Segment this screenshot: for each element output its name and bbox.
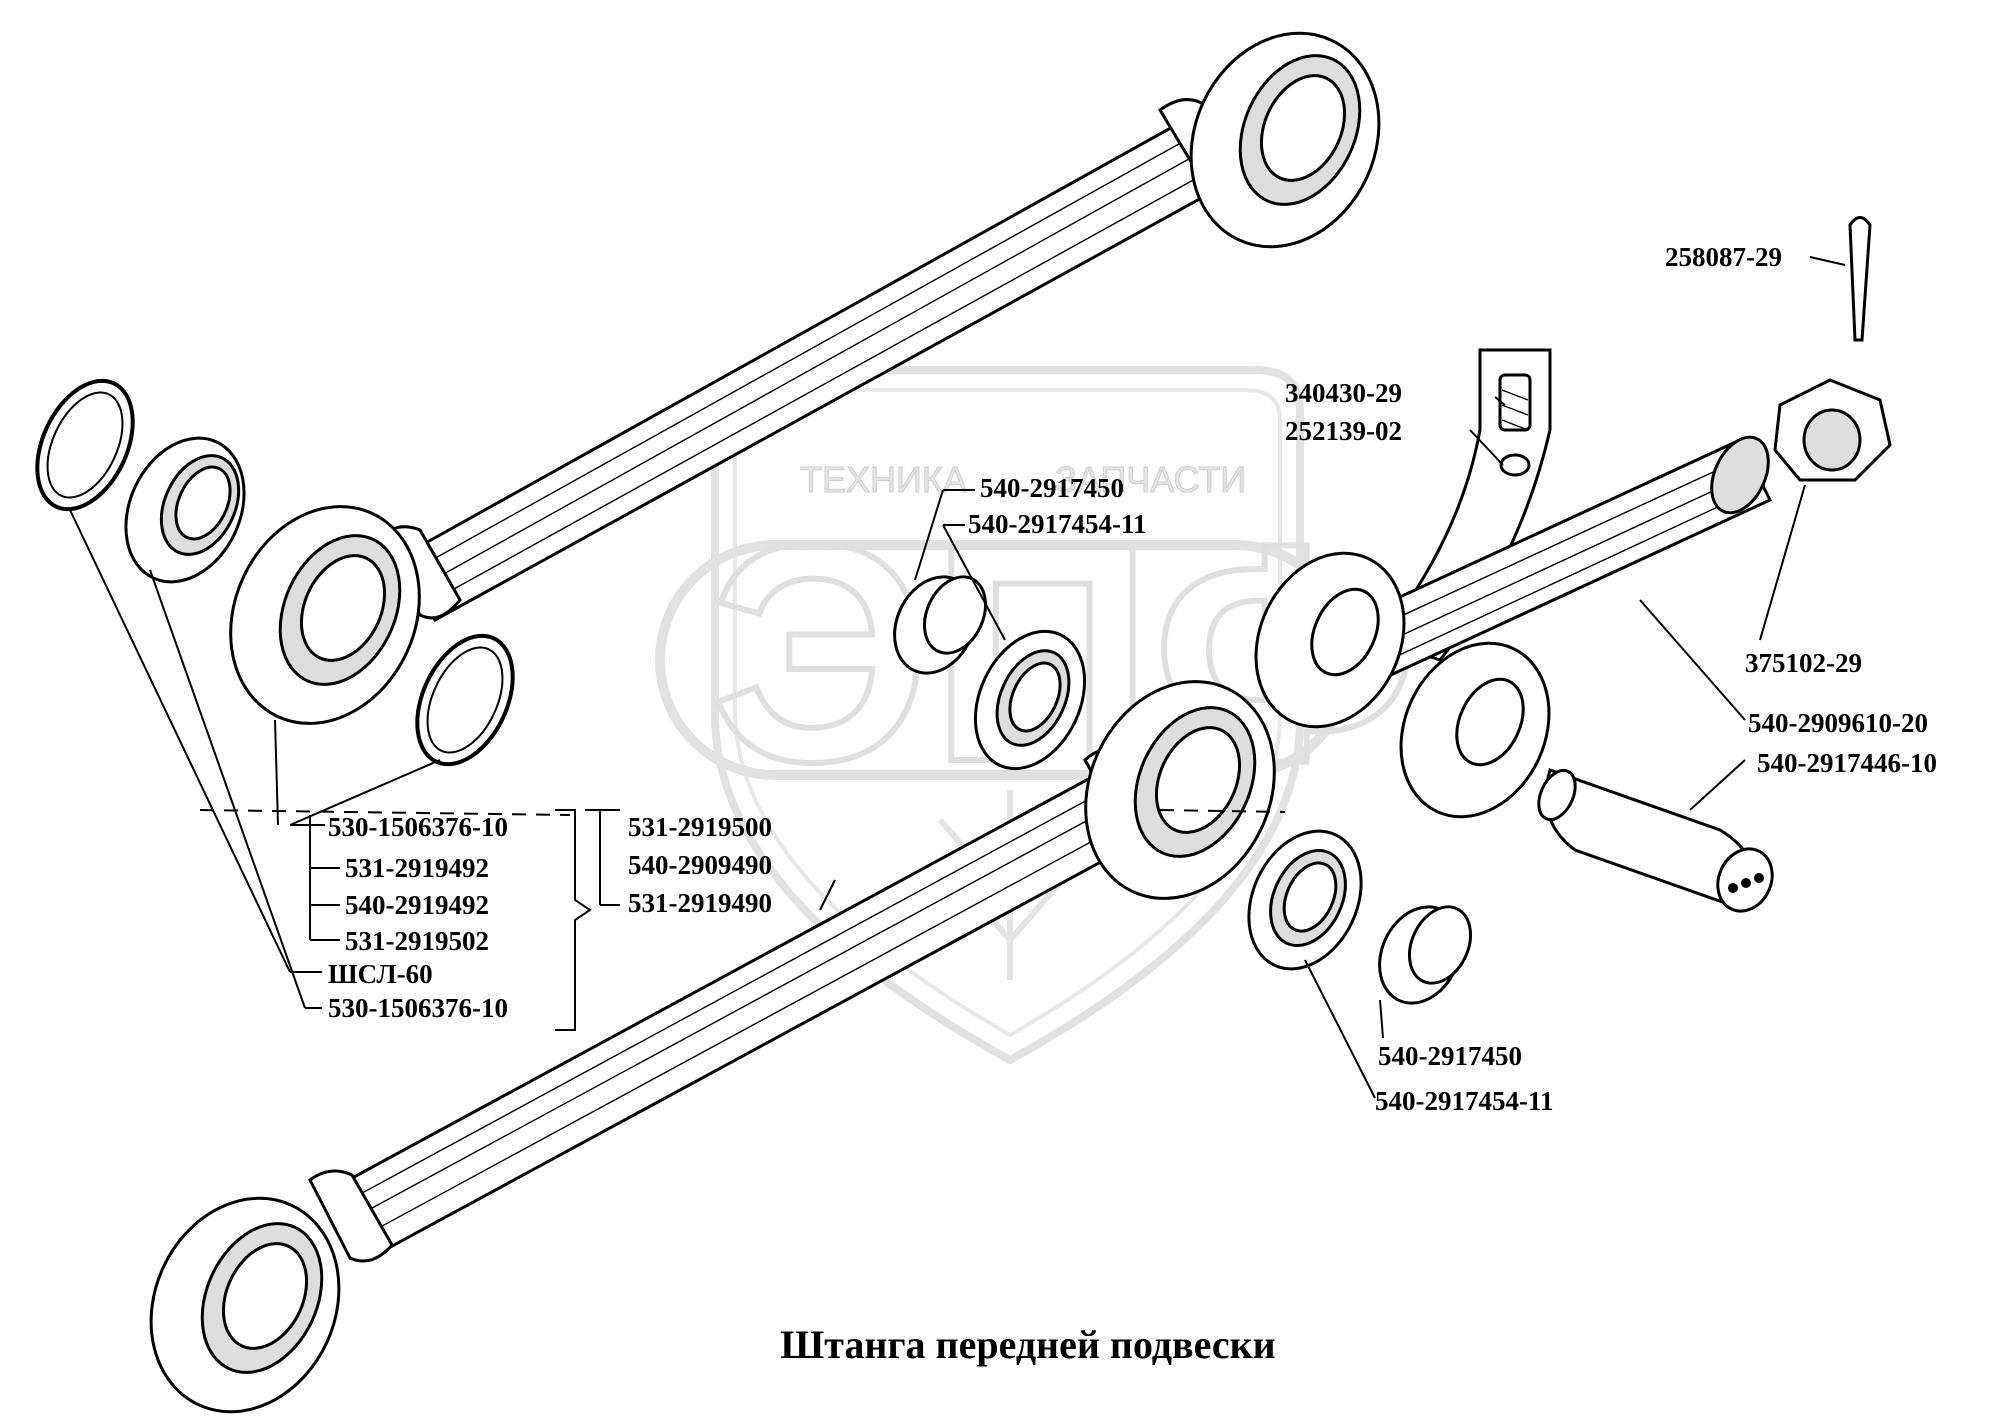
label-mid-540-2917450: 540-2917450	[980, 473, 1124, 503]
lower-bushing-seal	[1247, 829, 1472, 1005]
label-g2-531-2919490: 531-2919490	[628, 888, 772, 918]
watermark-text-right: ЗАПЧАСТИ	[1055, 459, 1246, 500]
label-bot-540-2917450: 540-2917450	[1378, 1041, 1522, 1071]
center-bushing-seal	[893, 575, 1087, 771]
label-540-2917446-10: 540-2917446-10	[1757, 748, 1937, 778]
label-252139-02: 252139-02	[1285, 416, 1402, 446]
leader-lines	[69, 256, 1846, 1099]
label-g2-531-2919500: 531-2919500	[628, 812, 772, 842]
label-g1-530-1506376-10: 530-1506376-10	[328, 812, 508, 842]
left-small-parts	[35, 378, 515, 767]
lower-rod	[149, 680, 1276, 1414]
label-g1-531-2919502: 531-2919502	[345, 926, 489, 956]
axis-lines	[199, 809, 1286, 816]
label-375102-29: 375102-29	[1745, 648, 1862, 678]
label-mid-540-2917454-11: 540-2917454-11	[968, 509, 1147, 539]
label-g1-540-2919492: 540-2919492	[345, 890, 489, 920]
pin-bracket-assembly	[1254, 216, 1892, 913]
label-g1-531-2919492: 531-2919492	[345, 853, 489, 883]
label-540-2909610-20: 540-2909610-20	[1748, 708, 1928, 738]
diagram-title: Штанга передней подвески	[780, 1322, 1275, 1367]
label-258087-29: 258087-29	[1665, 242, 1782, 272]
upper-rod	[229, 31, 1381, 725]
label-g2-540-2909490: 540-2909490	[628, 850, 772, 880]
label-g1-530-1506376-10-b: 530-1506376-10	[328, 993, 508, 1023]
label-g1-shsl-60: ШСЛ-60	[328, 959, 433, 989]
watermark: ТЕХНИКА ЗАПЧАСТИ ЭПФ	[655, 366, 1421, 1065]
watermark-text-left: ТЕХНИКА	[800, 459, 967, 500]
label-340430-29: 340430-29	[1285, 378, 1402, 408]
part-labels: 258087-29 340430-29 252139-02 375102-29 …	[328, 242, 1937, 1116]
label-bot-540-2917454-11: 540-2917454-11	[1375, 1086, 1554, 1116]
